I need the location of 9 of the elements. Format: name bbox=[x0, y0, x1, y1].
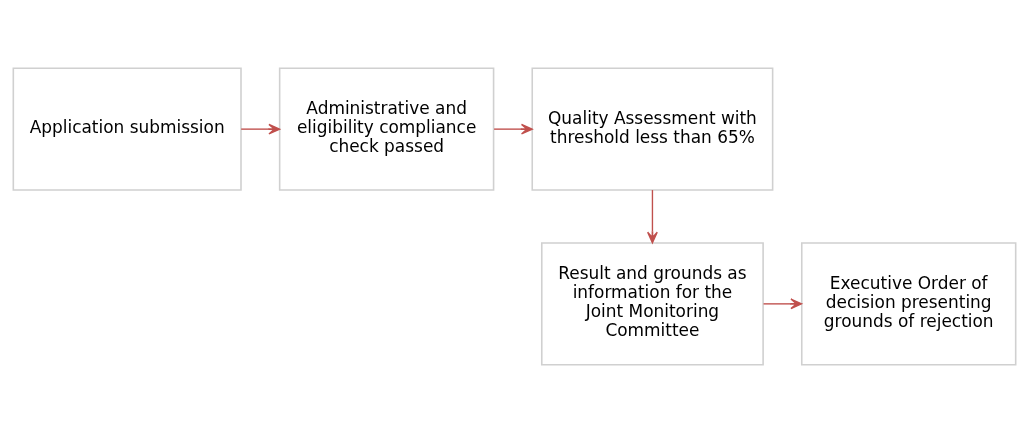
arrow bbox=[493, 123, 533, 135]
node-box: Application submission bbox=[12, 66, 242, 191]
node-box: Result and grounds as information for the Joint Monitoring Committee bbox=[540, 241, 764, 366]
node-box: Administrative and eligibility compliance check passed bbox=[278, 66, 495, 191]
node-box: Executive Order of decision presenting grounds of rejection bbox=[800, 241, 1017, 366]
arrow bbox=[646, 188, 658, 243]
node-box: Quality Assessment with threshold less than 65% bbox=[531, 66, 774, 191]
arrow bbox=[240, 123, 281, 135]
arrow bbox=[762, 297, 803, 309]
